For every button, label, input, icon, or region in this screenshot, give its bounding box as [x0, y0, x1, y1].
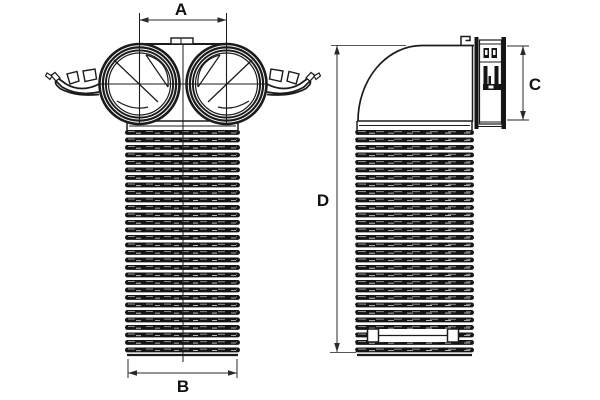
arrow-up-icon	[334, 45, 340, 55]
elbow-bend	[357, 35, 474, 122]
side-corrugated-pipe	[355, 130, 474, 355]
right-spigot	[185, 11, 268, 126]
arrow-up-icon	[520, 46, 526, 55]
elbow-hook-tab	[460, 35, 471, 46]
arrow-down-icon	[334, 343, 340, 352]
dimension-b-label: B	[177, 377, 189, 396]
dimension-a: A	[139, 0, 227, 23]
right-spring-clip	[266, 68, 322, 96]
dimension-c-label: C	[529, 75, 541, 94]
dimension-c: C	[507, 45, 541, 121]
left-spigot	[98, 11, 181, 126]
front-view	[44, 11, 322, 362]
dimension-d-label: D	[317, 191, 329, 210]
latch-clamp	[483, 66, 502, 90]
arrow-down-icon	[520, 111, 526, 120]
left-spring-clip	[44, 68, 100, 96]
arrow-left-icon	[139, 17, 149, 23]
bottom-fixing-tabs	[366, 328, 460, 343]
dimension-d: D	[317, 45, 406, 353]
arrow-right-icon	[217, 17, 227, 23]
coupling-flange	[474, 37, 506, 129]
latch-windows	[483, 48, 497, 58]
top-tab	[170, 37, 194, 45]
dimension-b: B	[127, 359, 238, 396]
arrow-right-icon	[228, 370, 237, 376]
dimension-a-label: A	[175, 0, 187, 19]
side-pipe-collar	[356, 120, 473, 130]
side-view	[355, 35, 506, 357]
arrow-left-icon	[128, 370, 137, 376]
